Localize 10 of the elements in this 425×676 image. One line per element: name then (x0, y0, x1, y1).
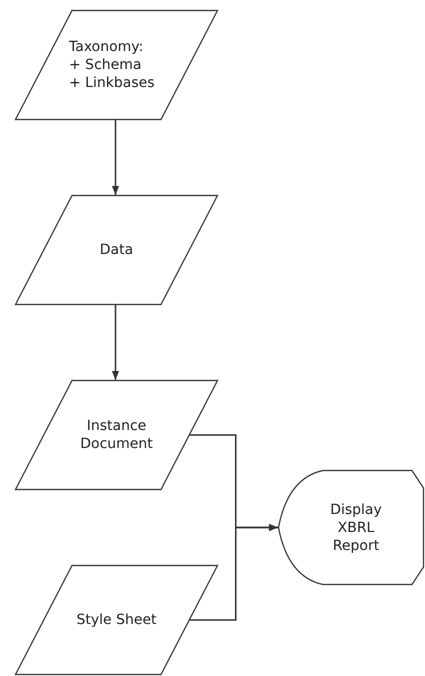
arrow (112, 305, 120, 380)
arrow (112, 120, 120, 195)
node-label: Instance Document (79, 417, 154, 453)
node-label: Taxonomy: (69, 38, 144, 56)
node-label: Data (100, 241, 134, 259)
node-label: + Schema (69, 56, 142, 74)
node-label: + Linkbases (69, 74, 155, 92)
node-label: Style Sheet (76, 611, 157, 629)
node-label: Display XBRL Report (329, 500, 383, 554)
arrow (190, 524, 278, 621)
